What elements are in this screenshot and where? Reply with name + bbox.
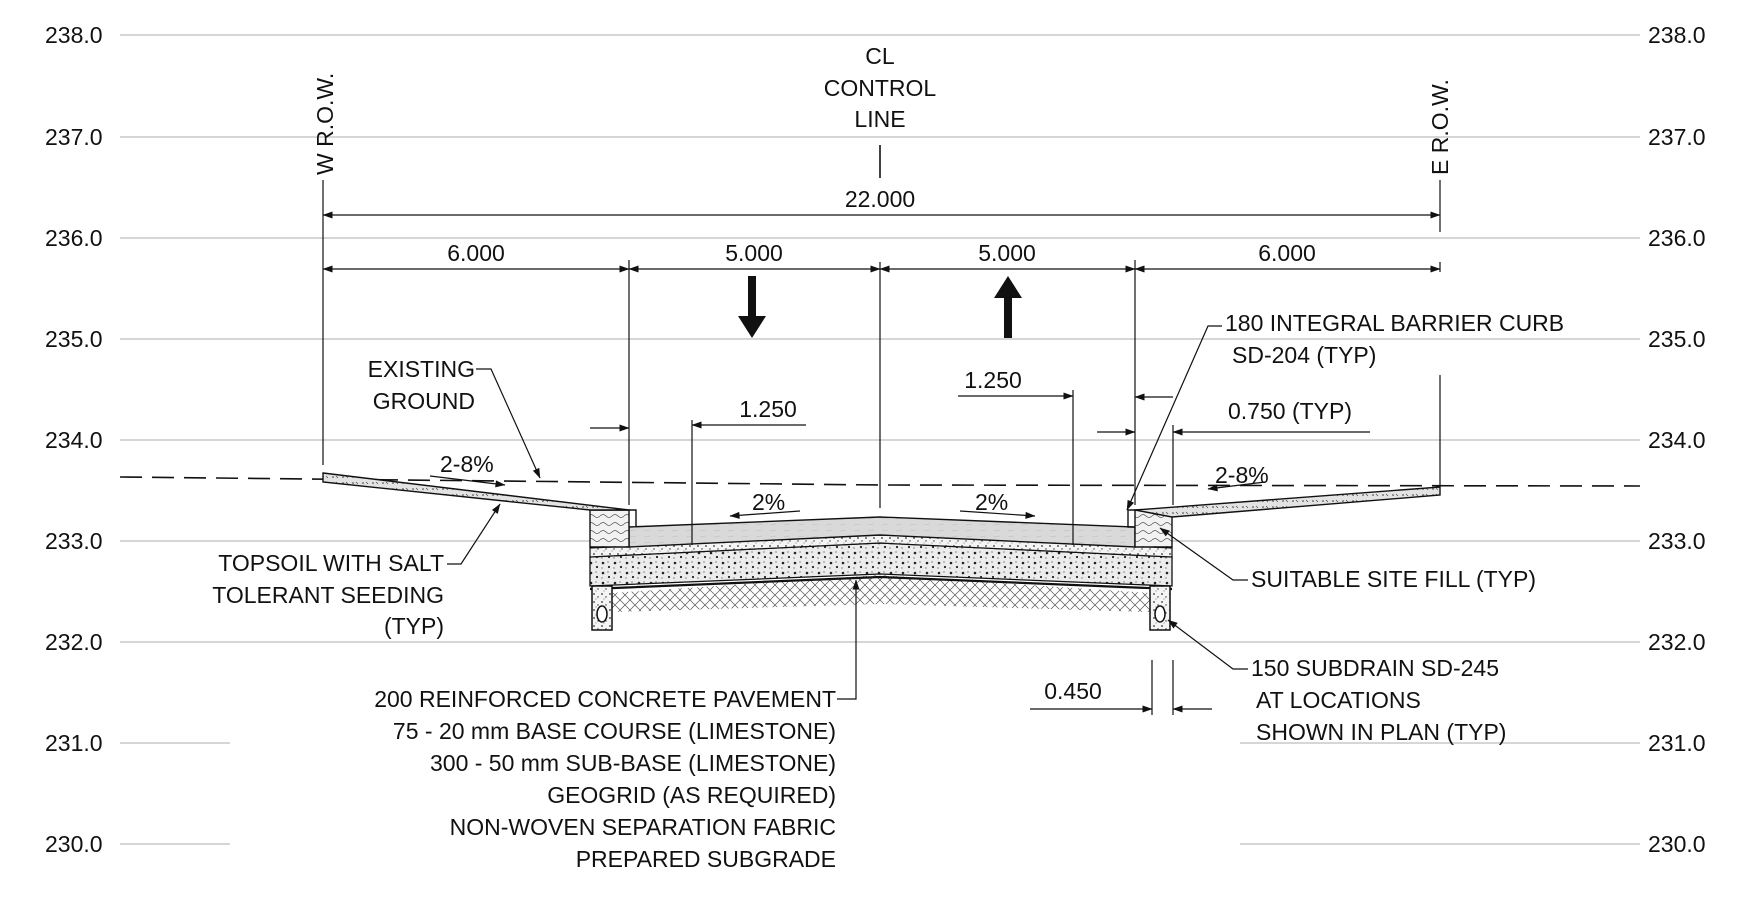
subdrain-label: 150 SUBDRAIN SD-245 AT LOCATIONS SHOWN I… <box>1251 655 1506 745</box>
elevation-label: 236.0 <box>1648 225 1706 251</box>
svg-text:GROUND: GROUND <box>373 388 475 414</box>
slope-right-boulevard: 2-8% <box>1215 462 1269 488</box>
dimension-lines <box>322 211 1441 713</box>
elevation-labels-right: 238.0 237.0 236.0 235.0 234.0 233.0 232.… <box>1648 22 1706 857</box>
right-boulevard-topsoil <box>1134 486 1441 518</box>
elevation-label: 235.0 <box>1648 326 1706 352</box>
elevation-label: 234.0 <box>1648 427 1706 453</box>
separation-fabric <box>589 575 1173 591</box>
elevation-label: 238.0 <box>45 22 103 48</box>
elevation-label: 234.0 <box>45 427 103 453</box>
pavement-structure <box>589 516 1173 612</box>
elevation-label: 235.0 <box>45 326 103 352</box>
elevation-label: 236.0 <box>45 225 103 251</box>
east-row-label: E R.O.W. <box>1427 79 1453 175</box>
slope-left-boulevard: 2-8% <box>440 451 494 477</box>
southbound-arrow-icon <box>738 276 766 338</box>
dim-subdrain-width: 0.450 <box>1044 678 1102 704</box>
prepared-subgrade <box>612 575 1150 612</box>
elevation-label: 238.0 <box>1648 22 1706 48</box>
northbound-arrow-icon <box>994 276 1022 338</box>
leader-lines <box>447 325 1248 700</box>
svg-text:EXISTING: EXISTING <box>368 356 475 382</box>
elevation-label: 230.0 <box>45 831 103 857</box>
svg-text:CONTROL: CONTROL <box>824 75 937 101</box>
right-subdrain-pipe-icon <box>1154 605 1166 623</box>
layer-line: GEOGRID (AS REQUIRED) <box>547 782 836 808</box>
svg-text:AT LOCATIONS: AT LOCATIONS <box>1256 687 1421 713</box>
elevation-label: 232.0 <box>1648 629 1706 655</box>
dim-right-offset: 1.250 <box>964 367 1022 393</box>
svg-text:SD-204 (TYP): SD-204 (TYP) <box>1232 342 1376 368</box>
dim-left-boulevard: 6.000 <box>447 240 505 266</box>
west-row-label: W R.O.W. <box>312 73 338 175</box>
control-line-label: CL CONTROL LINE <box>824 43 937 132</box>
dimension-text: 22.000 6.000 5.000 5.000 6.000 1.250 1.2… <box>447 186 1352 704</box>
dim-curb-typ: 0.750 (TYP) <box>1228 398 1352 424</box>
direction-arrows <box>738 276 1022 338</box>
svg-text:TOPSOIL WITH SALT: TOPSOIL WITH SALT <box>218 550 444 576</box>
layer-line: 75 - 20 mm BASE COURSE (LIMESTONE) <box>393 718 836 744</box>
elevation-label: 232.0 <box>45 629 103 655</box>
slope-right-lane: 2% <box>975 489 1008 515</box>
slope-left-lane: 2% <box>752 489 785 515</box>
existing-ground-label: EXISTING GROUND <box>368 356 475 414</box>
dim-left-lane: 5.000 <box>725 240 783 266</box>
left-curb <box>589 509 637 631</box>
dim-left-offset: 1.250 <box>739 396 797 422</box>
elevation-label: 231.0 <box>1648 730 1706 756</box>
elevation-label: 233.0 <box>1648 528 1706 554</box>
dim-right-boulevard: 6.000 <box>1258 240 1316 266</box>
layer-line: 200 REINFORCED CONCRETE PAVEMENT <box>374 686 836 712</box>
svg-text:180 INTEGRAL BARRIER CURB: 180 INTEGRAL BARRIER CURB <box>1225 310 1564 336</box>
pavement-layers-label: 200 REINFORCED CONCRETE PAVEMENT 75 - 20… <box>374 686 836 872</box>
layer-line: 300 - 50 mm SUB-BASE (LIMESTONE) <box>430 750 836 776</box>
topsoil-label: TOPSOIL WITH SALT TOLERANT SEEDING (TYP) <box>212 550 444 639</box>
layer-line: NON-WOVEN SEPARATION FABRIC <box>450 814 836 840</box>
elevation-label: 233.0 <box>45 528 103 554</box>
left-boulevard-topsoil <box>322 472 630 511</box>
svg-text:SHOWN IN PLAN (TYP): SHOWN IN PLAN (TYP) <box>1256 719 1506 745</box>
left-subdrain-pipe-icon <box>596 605 608 623</box>
slope-arrows <box>429 475 1266 519</box>
existing-ground-line <box>119 476 1641 487</box>
svg-text:CL: CL <box>865 43 895 69</box>
svg-text:(TYP): (TYP) <box>384 613 444 639</box>
dim-total: 22.000 <box>845 186 915 212</box>
site-fill-label: SUITABLE SITE FILL (TYP) <box>1251 566 1536 592</box>
svg-text:LINE: LINE <box>854 106 905 132</box>
elevation-label: 230.0 <box>1648 831 1706 857</box>
elevation-labels-left: 238.0 237.0 236.0 235.0 234.0 233.0 232.… <box>45 22 103 857</box>
elevation-label: 237.0 <box>1648 124 1706 150</box>
barrier-curb-label: 180 INTEGRAL BARRIER CURB SD-204 (TYP) <box>1225 310 1564 368</box>
elevation-label: 237.0 <box>45 124 103 150</box>
slope-labels: 2-8% 2-8% 2% 2% <box>440 451 1269 515</box>
dim-right-lane: 5.000 <box>978 240 1036 266</box>
right-curb <box>1127 509 1173 631</box>
svg-text:150 SUBDRAIN SD-245: 150 SUBDRAIN SD-245 <box>1251 655 1499 681</box>
svg-text:TOLERANT SEEDING: TOLERANT SEEDING <box>212 582 444 608</box>
layer-line: PREPARED SUBGRADE <box>576 846 836 872</box>
elevation-label: 231.0 <box>45 730 103 756</box>
